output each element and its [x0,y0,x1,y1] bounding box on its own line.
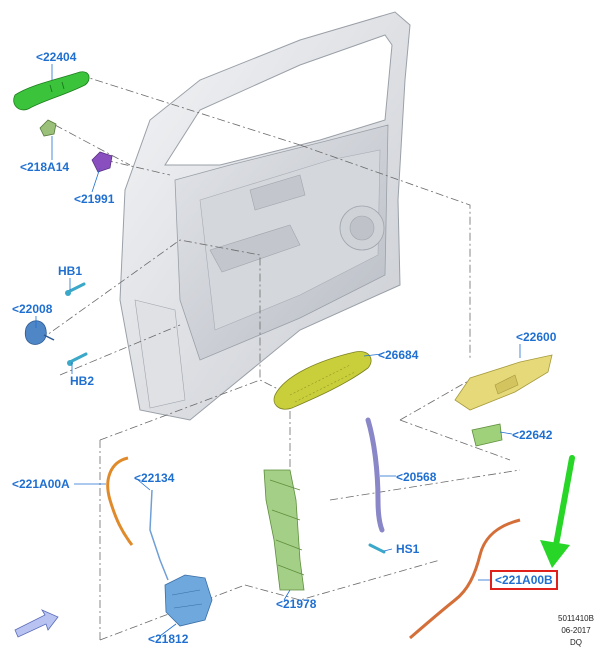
callout-hb2[interactable]: HB2 [70,374,95,388]
callout-21991[interactable]: <21991 [74,192,115,206]
run-channel-20568-part[interactable] [365,417,385,533]
bracket-part[interactable] [91,151,113,173]
callout-21812[interactable]: <21812 [148,632,189,646]
illustration-date: 06-2017 [561,626,591,635]
bezel-22642-part[interactable] [471,423,503,447]
callout-hb1[interactable]: HB1 [58,264,83,278]
rod-22134-part[interactable] [149,489,169,581]
callout-hs1[interactable]: HS1 [396,542,420,556]
callout-22134[interactable]: <22134 [134,471,175,485]
callout-22404[interactable]: <22404 [36,50,77,64]
bolt-hb1[interactable] [65,282,86,296]
callout-221a00b[interactable]: <221A00B [490,570,558,590]
front-direction-arrow [14,609,59,638]
callout-26684[interactable]: <26684 [378,348,419,362]
illustration-code: DQ [570,638,582,647]
lock-cylinder-part[interactable] [24,320,55,345]
inside-handle-trim-part[interactable] [454,354,553,411]
callout-221a00a[interactable]: <221A00A [12,477,70,491]
callout-leaders [35,64,521,637]
callout-22642[interactable]: <22642 [512,428,553,442]
cable-221a00b-part[interactable] [409,518,521,640]
pointer-arrow [540,455,575,568]
bolt-hb2[interactable] [67,352,88,366]
callout-20568[interactable]: <20568 [396,470,437,484]
door-latch-21812-part[interactable] [164,574,213,627]
illustration-ref: 5011410B [558,614,594,623]
regulator-21978-part[interactable] [263,469,305,591]
cable-221a00a-part[interactable] [106,456,134,546]
callout-22008[interactable]: <22008 [12,302,53,316]
callout-22600[interactable]: <22600 [516,330,557,344]
callout-21978[interactable]: <21978 [276,597,317,611]
callout-218a14[interactable]: <218A14 [20,160,70,174]
handle-bezel-part[interactable] [39,119,57,137]
module-26684-part[interactable] [273,351,372,410]
door-shell [119,11,411,421]
screw-hs1[interactable] [368,543,386,554]
exterior-handle-part[interactable] [13,71,90,111]
